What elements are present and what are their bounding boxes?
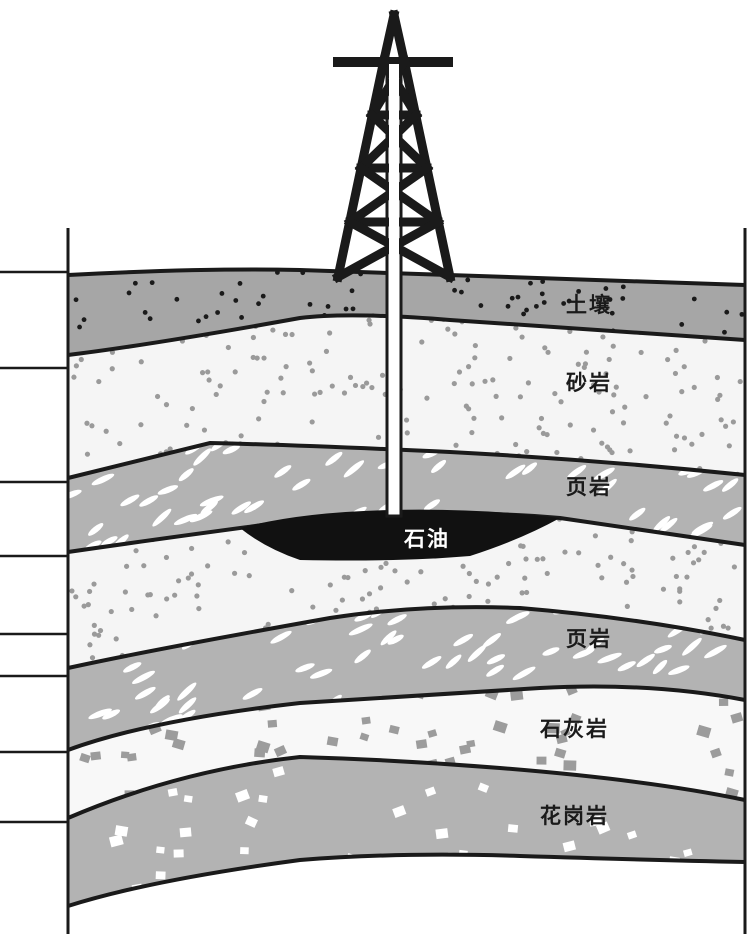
layer-boundaries: [67, 267, 746, 908]
label-soil: 土壤: [566, 293, 612, 317]
oil-reservoir: [240, 509, 560, 561]
depth-scale: [0, 228, 747, 934]
layer-soil: [68, 269, 745, 355]
label-sandstone-upper: 砂岩: [566, 371, 612, 395]
drill-pipe-overlay: [389, 64, 399, 278]
label-granite: 花岗岩: [540, 804, 609, 828]
label-oil: 石油: [403, 527, 450, 551]
label-shale-lower: 页岩: [566, 627, 612, 651]
label-limestone: 石灰岩: [539, 717, 609, 741]
label-shale-upper: 页岩: [566, 475, 612, 499]
